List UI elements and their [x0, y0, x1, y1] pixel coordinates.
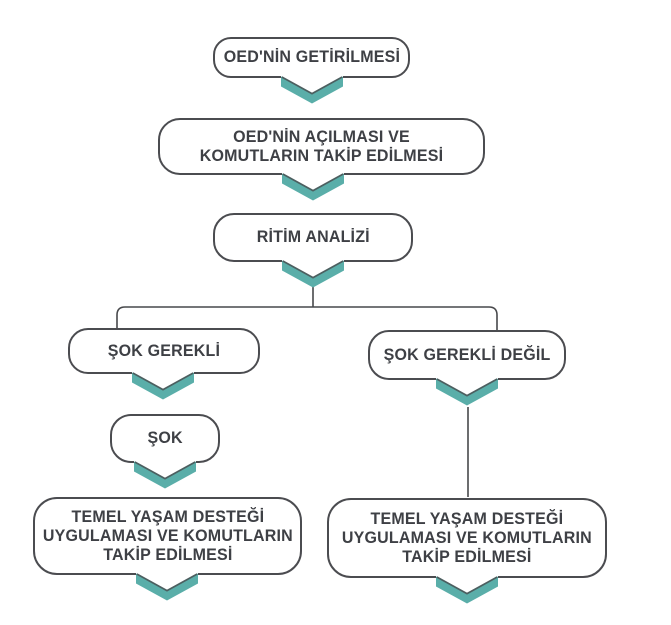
- chevron-down-icon: [436, 378, 498, 406]
- chevron-down-icon: [136, 573, 198, 601]
- chevron-down-icon: [281, 76, 343, 104]
- node-label: TEMEL YAŞAM DESTEĞİ UYGULAMASI VE KOMUTL…: [42, 507, 293, 564]
- node-label: RİTİM ANALİZİ: [256, 228, 370, 246]
- node-label: OED'NİN GETİRİLMESİ: [223, 48, 400, 66]
- node-sok-gerekli-degil: ŞOK GEREKLİ DEĞİL: [368, 330, 566, 380]
- chevron-down-icon: [132, 372, 194, 400]
- node-sok: ŞOK: [110, 414, 220, 463]
- node-label: ŞOK GEREKLİ: [107, 341, 221, 360]
- chevron-down-icon: [282, 173, 344, 201]
- node-oed-getirilmesi: OED'NİN GETİRİLMESİ: [213, 37, 410, 78]
- node-label: TEMEL YAŞAM DESTEĞİ UYGULAMASI VE KOMUTL…: [341, 509, 593, 566]
- chevron-down-icon: [282, 260, 344, 288]
- node-oed-acilmasi: OED'NİN AÇILMASI VE KOMUTLARIN TAKİP EDİ…: [158, 118, 485, 175]
- node-temel-yasam-destegi-sag: TEMEL YAŞAM DESTEĞİ UYGULAMASI VE KOMUTL…: [327, 498, 607, 578]
- chevron-down-icon: [134, 461, 196, 489]
- connector-branch: [116, 306, 498, 331]
- chevron-down-icon: [436, 576, 498, 604]
- node-ritim-analizi: RİTİM ANALİZİ: [213, 213, 413, 262]
- node-label: ŞOK GEREKLİ DEĞİL: [383, 345, 551, 364]
- node-sok-gerekli: ŞOK GEREKLİ: [68, 328, 260, 374]
- node-label: ŞOK: [147, 429, 183, 447]
- node-temel-yasam-destegi-sol: TEMEL YAŞAM DESTEĞİ UYGULAMASI VE KOMUTL…: [33, 497, 302, 575]
- node-label: OED'NİN AÇILMASI VE KOMUTLARIN TAKİP EDİ…: [199, 127, 444, 165]
